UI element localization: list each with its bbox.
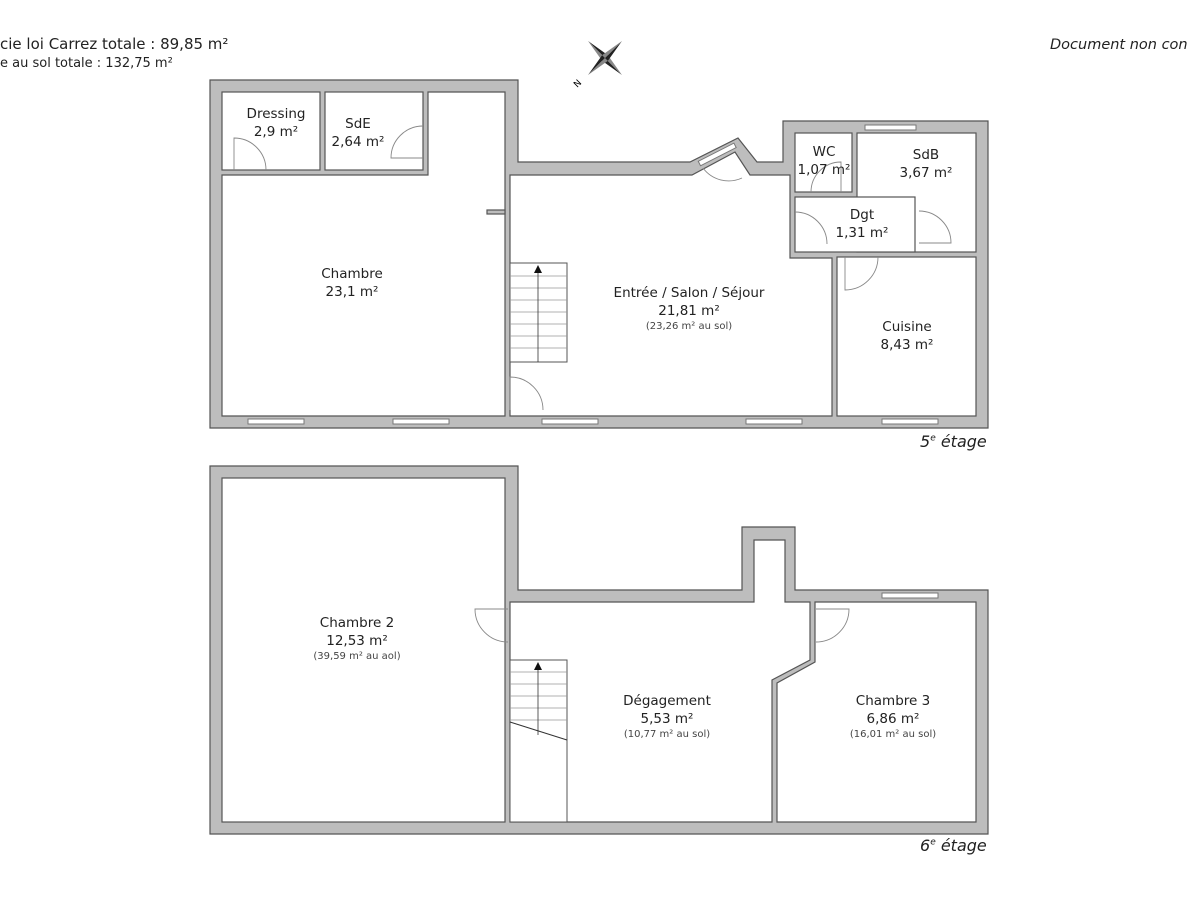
windows-5 xyxy=(247,124,939,425)
compass-rose-icon xyxy=(588,41,622,75)
room-degagement xyxy=(509,539,811,823)
disclaimer: Document non con xyxy=(1050,37,1188,53)
room-chambre-3 xyxy=(776,601,977,823)
floor-6-label: 6e étage xyxy=(920,836,987,855)
floor-6-plan xyxy=(209,465,989,835)
room-dressing xyxy=(221,91,321,171)
compass-north-label: N xyxy=(572,78,584,90)
doors-5 xyxy=(233,125,952,411)
room-dgt xyxy=(794,196,916,253)
doors-6 xyxy=(474,608,850,643)
carrez-total: cie loi Carrez totale : 89,85 m² xyxy=(0,35,229,53)
room-salon xyxy=(509,151,833,417)
wall-stub xyxy=(486,209,506,215)
room-cuisine xyxy=(836,256,977,417)
room-chambre-2 xyxy=(221,477,506,823)
staircase-5 xyxy=(509,262,568,363)
room-wc xyxy=(794,132,853,193)
floor-5-plan xyxy=(209,79,989,429)
window-6 xyxy=(881,592,939,599)
staircase-6 xyxy=(509,659,568,823)
room-chambre xyxy=(221,91,506,417)
floor-5-label: 5e étage xyxy=(920,432,987,451)
room-sde xyxy=(324,91,424,171)
sol-total: e au sol totale : 132,75 m² xyxy=(0,56,173,71)
